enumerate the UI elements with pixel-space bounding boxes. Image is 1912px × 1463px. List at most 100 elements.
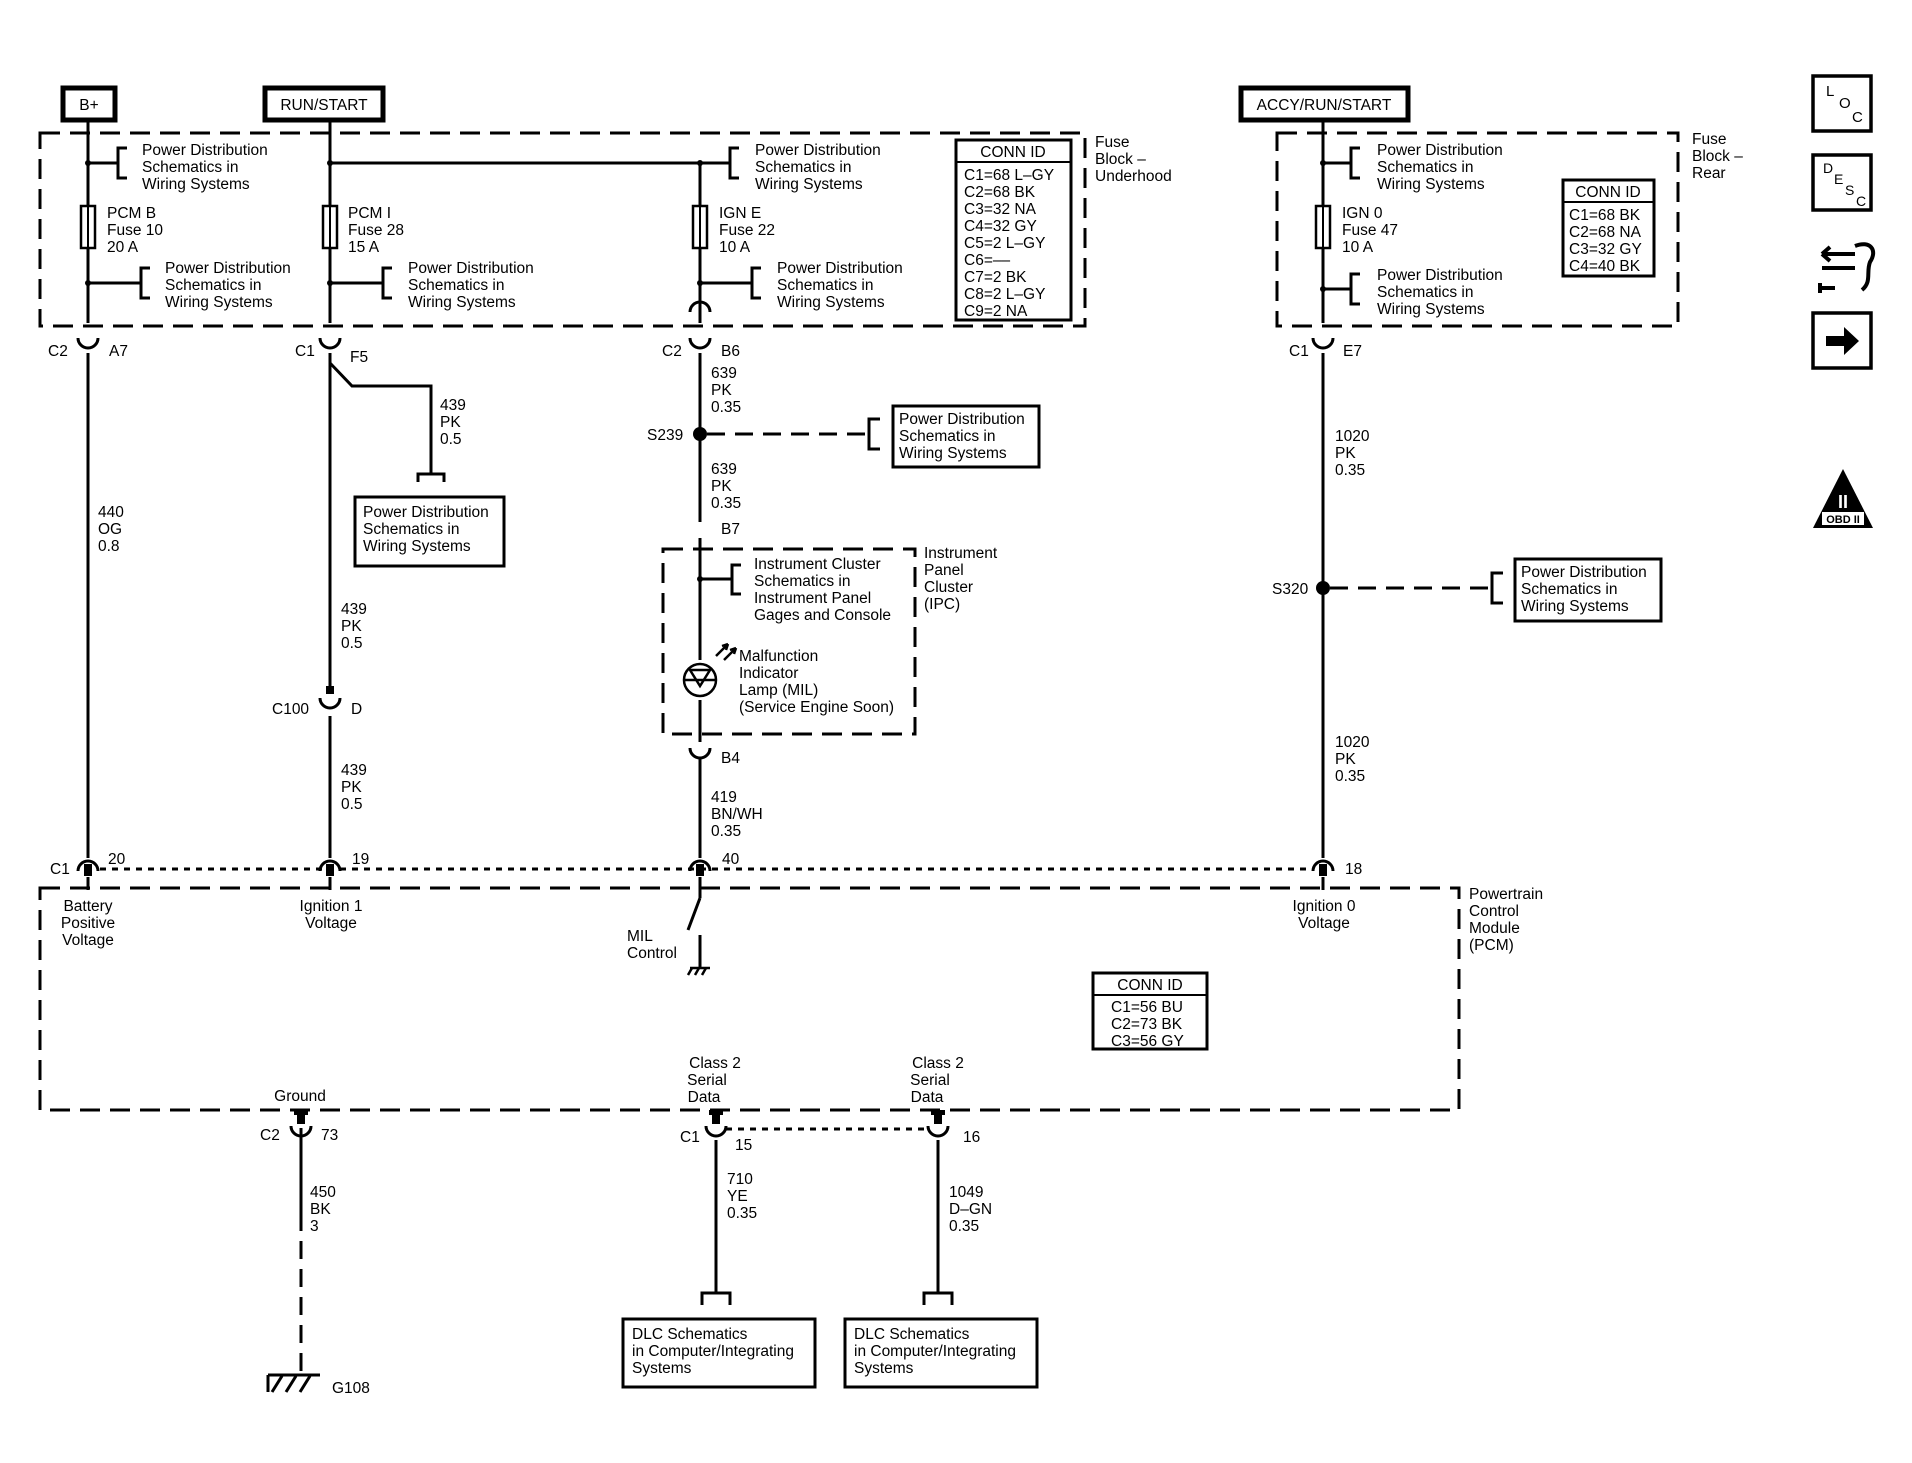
svg-text:Wiring Systems: Wiring Systems: [408, 294, 516, 311]
svg-text:C4=32 GY: C4=32 GY: [964, 218, 1037, 235]
svg-text:in Computer/Integrating: in Computer/Integrating: [632, 1343, 794, 1360]
svg-text:C6=––: C6=––: [964, 252, 1010, 269]
svg-text:Module: Module: [1469, 920, 1520, 937]
conn-id-rear: CONN ID C1=68 BK C2=68 NA C3=32 GY C4=40…: [1561, 178, 1656, 278]
svg-text:G108: G108: [332, 1380, 370, 1397]
svg-text:PK: PK: [1335, 445, 1356, 462]
svg-text:639: 639: [711, 461, 737, 478]
desc-button[interactable]: D E S C: [1811, 153, 1873, 212]
svg-text:Class 2: Class 2: [912, 1055, 964, 1072]
svg-text:1020: 1020: [1335, 428, 1370, 445]
connector-swap-icon[interactable]: [1818, 242, 1876, 293]
svg-text:PK: PK: [341, 779, 362, 796]
svg-text:IGN 0: IGN 0: [1342, 205, 1383, 222]
svg-text:Control: Control: [1469, 903, 1519, 920]
svg-text:Power Distribution: Power Distribution: [142, 142, 268, 159]
fuse-block-underhood-outline: [38, 131, 1087, 328]
svg-text:Wiring Systems: Wiring Systems: [142, 176, 250, 193]
svg-text:0.35: 0.35: [1335, 462, 1365, 479]
svg-text:Underhood: Underhood: [1095, 168, 1172, 185]
svg-text:0.5: 0.5: [440, 431, 462, 448]
svg-text:C1=68 BK: C1=68 BK: [1569, 207, 1641, 224]
splice-s320: [1316, 581, 1330, 595]
svg-text:Wiring Systems: Wiring Systems: [1377, 301, 1485, 318]
svg-text:PK: PK: [1335, 751, 1356, 768]
pcm-outline: [38, 886, 1461, 1112]
next-arrow-button[interactable]: [1811, 311, 1873, 370]
svg-text:Schematics in: Schematics in: [754, 573, 850, 590]
svg-text:Wiring Systems: Wiring Systems: [1377, 176, 1485, 193]
pd-ref-box-s320[interactable]: Power Distribution Schematics in Wiring …: [1513, 557, 1663, 623]
svg-text:E: E: [1834, 171, 1843, 187]
svg-text:Control: Control: [627, 945, 677, 962]
svg-text:439: 439: [341, 762, 367, 779]
svg-text:Voltage: Voltage: [1298, 915, 1350, 932]
svg-text:10 A: 10 A: [719, 239, 751, 256]
svg-text:440: 440: [98, 504, 124, 521]
svg-text:Power Distribution: Power Distribution: [363, 504, 489, 521]
wire-labels: 440 OG 0.8 439 PK 0.5 439 PK 0.5 439 PK …: [98, 365, 1370, 1235]
svg-text:Power Distribution: Power Distribution: [777, 260, 903, 277]
connector-labels: C2 A7 C1 F5 C2 B6 C1 E7 B7 B4 C100 D C1 …: [48, 343, 1362, 1154]
svg-text:Power Distribution: Power Distribution: [1377, 267, 1503, 284]
svg-text:S239: S239: [647, 427, 683, 444]
svg-text:Fuse: Fuse: [1692, 131, 1726, 148]
svg-text:639: 639: [711, 365, 737, 382]
svg-text:B7: B7: [721, 521, 740, 538]
svg-text:Data: Data: [911, 1089, 944, 1106]
svg-text:C2: C2: [48, 343, 68, 360]
svg-text:S320: S320: [1272, 581, 1309, 598]
svg-text:C2=68 NA: C2=68 NA: [1569, 224, 1642, 241]
svg-text:Power Distribution: Power Distribution: [755, 142, 881, 159]
svg-text:(Service Engine Soon): (Service Engine Soon): [739, 699, 894, 716]
svg-text:C100: C100: [272, 701, 309, 718]
svg-text:C3=32 NA: C3=32 NA: [964, 201, 1037, 218]
svg-text:IGN E: IGN E: [719, 205, 761, 222]
svg-text:1020: 1020: [1335, 734, 1370, 751]
svg-text:0.35: 0.35: [711, 823, 741, 840]
svg-text:Block –: Block –: [1095, 151, 1146, 168]
svg-text:CONN ID: CONN ID: [1117, 977, 1182, 994]
svg-text:Fuse: Fuse: [1095, 134, 1129, 151]
svg-text:S: S: [1845, 182, 1854, 198]
svg-text:Class 2: Class 2: [689, 1055, 741, 1072]
svg-text:Schematics in: Schematics in: [363, 521, 459, 538]
svg-text:in Computer/Integrating: in Computer/Integrating: [854, 1343, 1016, 1360]
svg-text:C3=32 GY: C3=32 GY: [1569, 241, 1642, 258]
svg-text:450: 450: [310, 1184, 336, 1201]
pd-ref-box-f5[interactable]: Power Distribution Schematics in Wiring …: [353, 495, 506, 568]
svg-text:C1=68 L–GY: C1=68 L–GY: [964, 167, 1054, 184]
svg-text:Panel: Panel: [924, 562, 964, 579]
svg-text:Schematics in: Schematics in: [1377, 159, 1473, 176]
svg-text:Ignition 0: Ignition 0: [1293, 898, 1356, 915]
svg-text:C1: C1: [50, 861, 70, 878]
svg-text:Positive: Positive: [61, 915, 115, 932]
dlc-ref-box-1[interactable]: DLC Schematics in Computer/Integrating S…: [621, 1317, 817, 1389]
svg-text:Power Distribution: Power Distribution: [1521, 564, 1647, 581]
svg-text:Schematics in: Schematics in: [777, 277, 873, 294]
svg-text:19: 19: [352, 851, 369, 868]
svg-text:Serial: Serial: [687, 1072, 727, 1089]
svg-text:439: 439: [440, 397, 466, 414]
svg-text:C1: C1: [295, 343, 315, 360]
svg-text:(IPC): (IPC): [924, 596, 960, 613]
svg-text:CONN ID: CONN ID: [1575, 184, 1640, 201]
svg-text:OBD II: OBD II: [1826, 514, 1860, 526]
svg-text:Rear: Rear: [1692, 165, 1726, 182]
svg-text:Lamp (MIL): Lamp (MIL): [739, 682, 818, 699]
svg-text:PK: PK: [711, 382, 732, 399]
svg-text:BK: BK: [310, 1201, 331, 1218]
svg-text:D: D: [351, 701, 362, 718]
dlc-ref-box-2[interactable]: DLC Schematics in Computer/Integrating S…: [843, 1317, 1039, 1389]
svg-text:Fuse 10: Fuse 10: [107, 222, 163, 239]
svg-text:Power Distribution: Power Distribution: [165, 260, 291, 277]
svg-text:Fuse 22: Fuse 22: [719, 222, 775, 239]
pd-ref-box-s239[interactable]: Power Distribution Schematics in Wiring …: [891, 404, 1041, 469]
svg-text:Systems: Systems: [854, 1360, 914, 1377]
loc-button[interactable]: L O C: [1811, 74, 1873, 133]
svg-text:Schematics in: Schematics in: [899, 428, 995, 445]
svg-text:Cluster: Cluster: [924, 579, 973, 596]
mil-lamp-icon: [682, 642, 738, 698]
svg-text:C8=2 L–GY: C8=2 L–GY: [964, 286, 1045, 303]
svg-text:MIL: MIL: [627, 928, 653, 945]
